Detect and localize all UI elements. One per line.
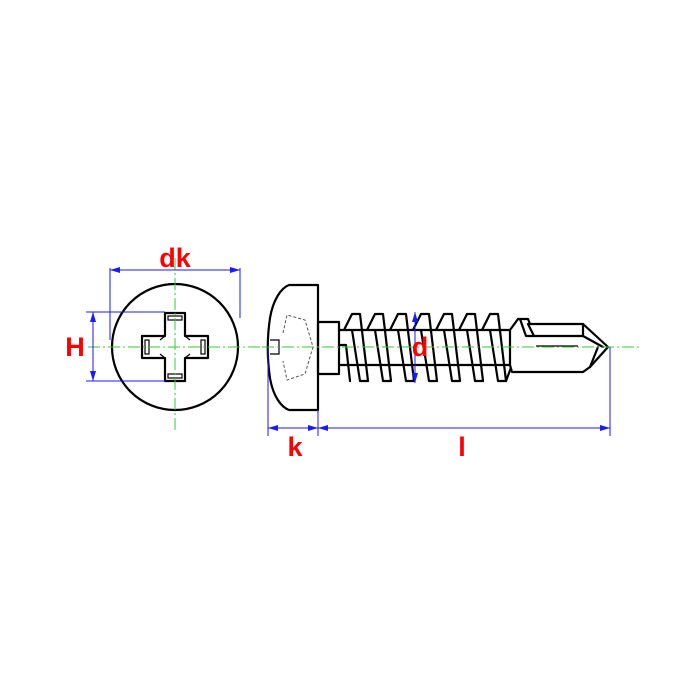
h-arrow-top [90, 312, 96, 322]
dk-arrow-right [230, 267, 240, 273]
label-dk: dk [159, 243, 191, 273]
d-arrow-top [412, 312, 418, 322]
l-arrow-right [600, 425, 610, 431]
l-arrow-left [318, 425, 328, 431]
dk-arrow-left [110, 267, 120, 273]
k-arrow-right [308, 425, 318, 431]
dimension-lines [86, 267, 611, 436]
k-arrow-left [268, 425, 278, 431]
label-k: k [287, 432, 303, 462]
label-h: H [65, 332, 85, 362]
shank [316, 320, 341, 376]
center-lines [88, 258, 640, 430]
label-d: d [412, 332, 429, 362]
dimension-labels: dk H k d l [65, 243, 466, 462]
drill-point [508, 317, 610, 374]
label-l: l [458, 432, 466, 462]
d-arrow-bottom [412, 373, 418, 383]
h-arrow-bottom [90, 371, 96, 381]
